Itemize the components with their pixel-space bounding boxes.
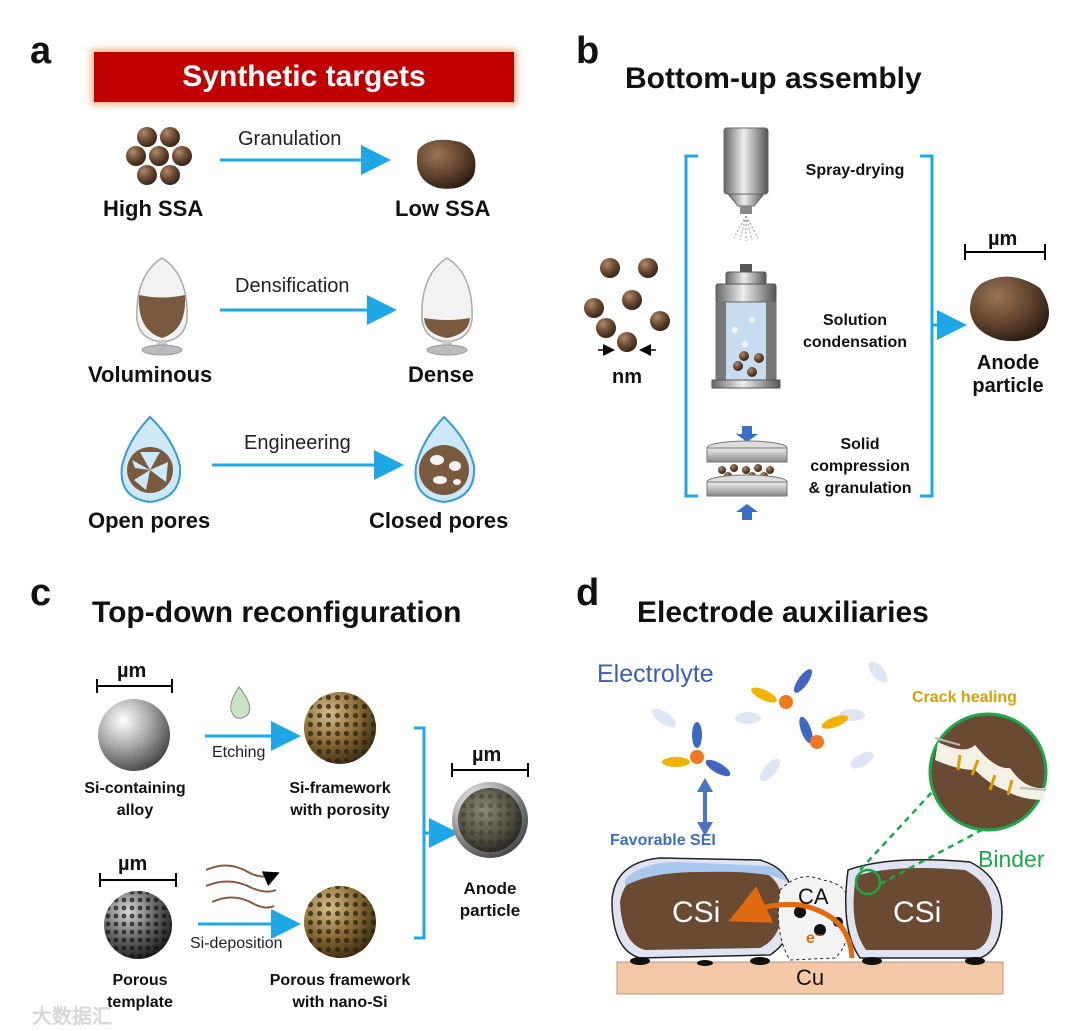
electrode-auxiliaries-title: Electrode auxiliaries	[637, 596, 929, 629]
um-scale-c3	[451, 763, 529, 777]
ca-label: CA	[798, 884, 829, 909]
bracket-c	[414, 726, 426, 940]
panel-a-letter: a	[30, 30, 52, 72]
binder-dots	[630, 957, 985, 966]
nano-si-framework-sphere	[304, 886, 376, 958]
cu-substrate	[616, 961, 1004, 995]
um-scale-b	[964, 244, 1046, 260]
crack-healing-zoom	[928, 712, 1048, 832]
solid-compression-label: Solid compression & granulation	[808, 436, 912, 497]
panel-b-letter: b	[576, 30, 600, 72]
etchant-drop	[230, 686, 251, 719]
watermark: 大数据汇	[32, 1006, 112, 1028]
spray-drying-label: Spray-drying	[805, 162, 905, 179]
closed-pores-drop	[414, 415, 476, 504]
um-label-c2: µm	[118, 853, 148, 875]
nano-si-framework-label: Porous framework with nano-Si	[269, 972, 411, 1011]
electron-path	[728, 886, 855, 959]
panel-c-letter: c	[30, 572, 52, 614]
alloy-sphere	[98, 699, 170, 771]
nm-label: nm	[612, 366, 642, 388]
sei-double-arrow	[697, 778, 713, 836]
electrolyte-label: Electrolyte	[597, 660, 714, 688]
um-label-c3: µm	[472, 744, 502, 766]
granulation-label: Granulation	[238, 128, 342, 150]
voluminous-crucible	[136, 257, 188, 356]
um-scale-c1	[96, 679, 173, 693]
deposition-flow	[205, 864, 280, 909]
electrolyte-molecule-1	[662, 722, 731, 777]
closed-pores-label: Closed pores	[369, 508, 509, 533]
csi-left-label: CSi	[672, 896, 721, 929]
anode-particle-b	[970, 276, 1049, 342]
bracket-left	[684, 154, 698, 498]
low-ssa-granule	[416, 139, 476, 189]
low-ssa-label: Low SSA	[395, 196, 491, 221]
csi-right-label: CSi	[893, 896, 942, 929]
condensation-vessel	[711, 264, 781, 389]
anode-particle-c	[452, 782, 528, 858]
densification-label: Densification	[235, 275, 350, 297]
um-label-b: µm	[988, 228, 1018, 250]
anode-particle-label-b: Anode particle	[972, 352, 1044, 397]
high-ssa-particles	[126, 127, 192, 185]
binder-label: Binder	[978, 846, 1045, 872]
um-scale-c2	[99, 873, 177, 887]
engineering-label: Engineering	[244, 432, 351, 454]
si-deposition-label: Si-deposition	[190, 935, 283, 952]
porous-template-sphere	[104, 891, 172, 959]
solution-condensation-label: Solution condensation	[802, 312, 907, 351]
callout-line-1	[859, 777, 946, 871]
electrolyte-molecule-2	[751, 669, 849, 749]
bottom-up-title: Bottom-up assembly	[625, 62, 922, 95]
conductive-additive	[777, 876, 851, 961]
spray-nozzle	[723, 127, 769, 241]
crack-healing-label: Crack healing	[912, 689, 1017, 706]
voluminous-label: Voluminous	[88, 362, 213, 387]
dense-label: Dense	[408, 362, 475, 387]
compression-press	[706, 426, 788, 520]
synthetic-targets-banner: Synthetic targets	[94, 52, 514, 102]
cu-label: Cu	[796, 965, 825, 990]
nano-particles	[584, 258, 670, 352]
high-ssa-label: High SSA	[103, 196, 204, 221]
si-framework-label: Si-framework with porosity	[289, 780, 391, 819]
dense-crucible	[421, 257, 473, 356]
open-pores-label: Open pores	[88, 508, 211, 533]
etching-label: Etching	[212, 744, 266, 761]
favorable-sei-label: Favorable SEI	[610, 832, 716, 849]
top-down-title: Top-down reconfiguration	[92, 596, 462, 629]
crack-marker	[854, 868, 882, 896]
open-pores-drop	[120, 415, 182, 504]
alloy-label: Si-containing alloy	[84, 780, 186, 819]
porous-template-label: Porous template	[107, 972, 173, 1011]
um-label-c1: µm	[117, 660, 147, 682]
anode-particle-label-c: Anode particle	[459, 879, 521, 920]
si-framework-sphere	[304, 692, 376, 764]
csi-right-particle	[844, 859, 1003, 959]
electron-label: e⁻	[806, 930, 824, 947]
panel-d-letter: d	[576, 572, 600, 614]
